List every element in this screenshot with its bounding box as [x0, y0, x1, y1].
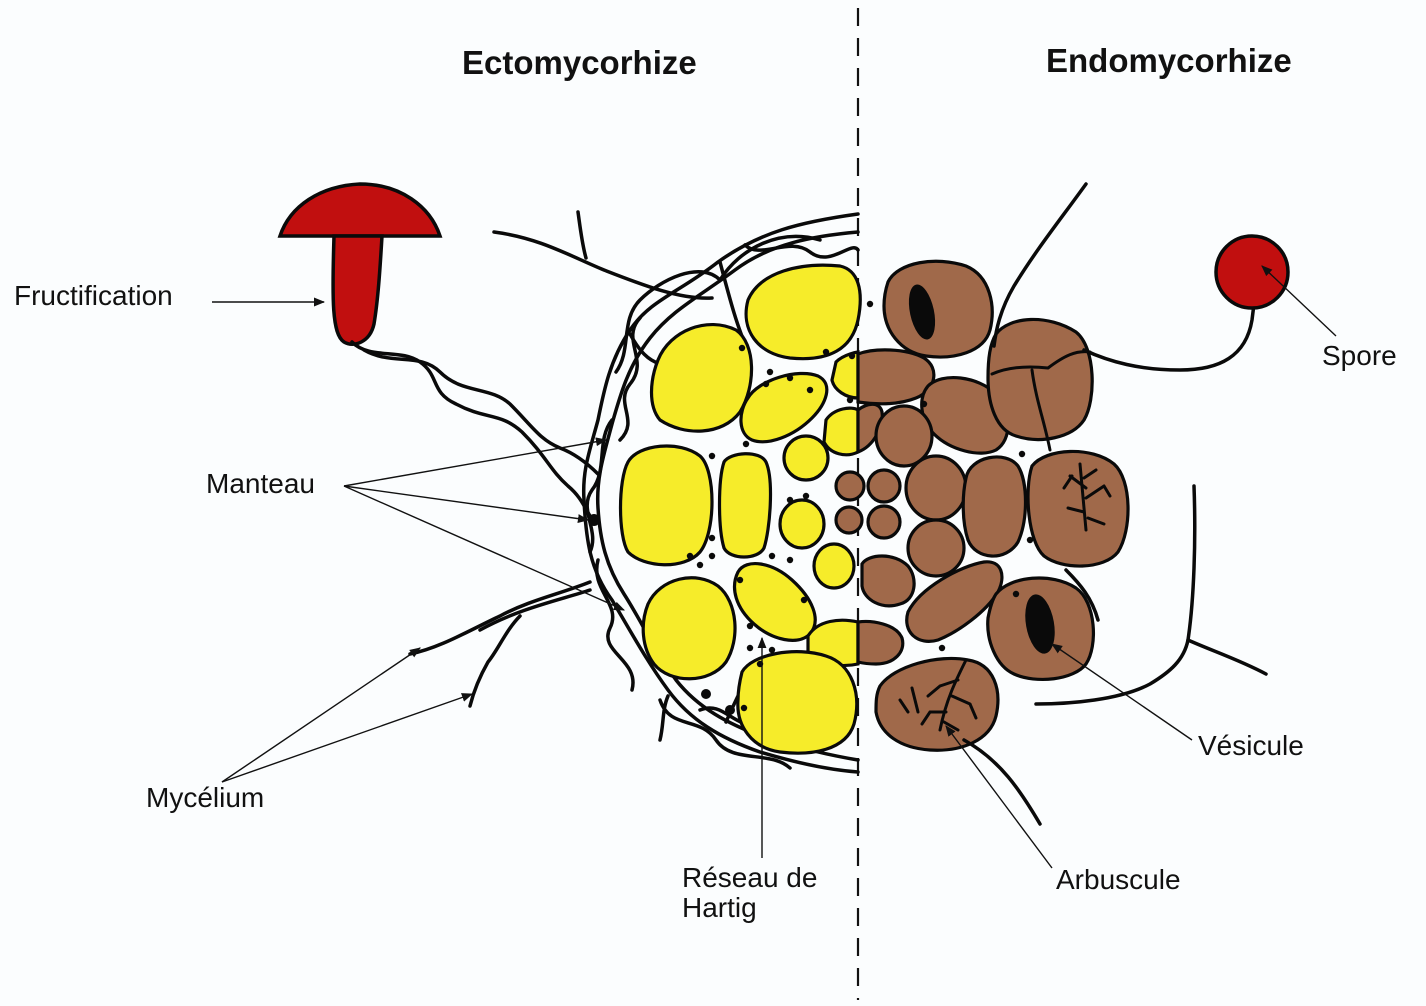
endo-cells — [858, 261, 1128, 750]
leader-manteau-2 — [344, 486, 588, 520]
label-manteau: Manteau — [206, 468, 315, 499]
leader-mycelium-2 — [222, 694, 472, 782]
endo-root-section — [836, 184, 1288, 824]
label-reseau-line1: Réseau de — [682, 862, 817, 893]
leader-arbuscule — [946, 726, 1052, 868]
leader-mycelium-1 — [222, 648, 420, 782]
label-reseau-line2: Hartig — [682, 892, 757, 923]
label-vesicule: Vésicule — [1198, 730, 1304, 761]
label-arbuscule: Arbuscule — [1056, 864, 1181, 895]
spore — [1216, 236, 1288, 308]
label-fructification: Fructification — [14, 280, 173, 311]
label-spore: Spore — [1322, 340, 1397, 371]
leader-manteau-1 — [344, 440, 606, 486]
mushroom-hyphae — [352, 342, 598, 516]
title-ecto: Ectomycorhize — [462, 44, 697, 82]
title-endo: Endomycorhize — [1046, 42, 1292, 80]
label-mycelium: Mycélium — [146, 782, 264, 813]
mushroom-fructification — [280, 184, 440, 344]
endo-small-cells — [836, 472, 864, 533]
ecto-cells — [621, 265, 861, 753]
ecto-root-section — [280, 184, 873, 772]
leader-vesicule — [1052, 644, 1192, 740]
